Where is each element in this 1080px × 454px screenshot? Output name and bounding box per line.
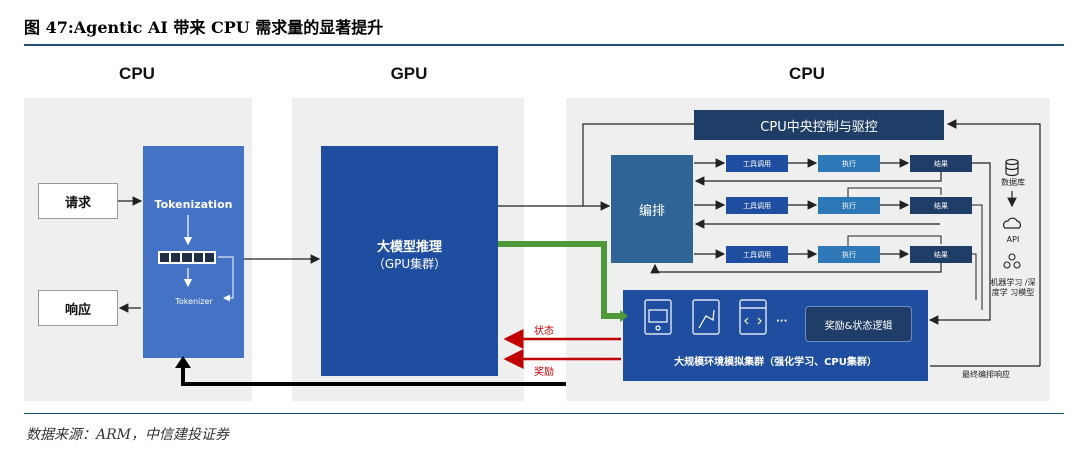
gpu-inference-block xyxy=(321,146,498,376)
source-note: 数据来源：ARM，中信建投证券 xyxy=(26,427,229,443)
tokenizer-label: Tokenizer xyxy=(175,297,213,306)
figure-title: 图 47:Agentic AI 带来 CPU 需求量的显著提升 xyxy=(24,18,384,37)
gpu-line2: （GPU集群） xyxy=(372,257,447,271)
state-label: 状态 xyxy=(534,326,554,337)
header-gpu: GPU xyxy=(390,64,428,83)
tokenization-label: Tokenization xyxy=(154,198,233,211)
token-strip xyxy=(158,251,216,264)
reward-logic-box: 奖励&状态逻辑 xyxy=(805,306,912,342)
sim-cluster-label: 大规模环境模拟集群（强化学习、CPU集群） xyxy=(674,357,877,368)
response-box: 响应 xyxy=(38,290,118,326)
network-icon xyxy=(1003,253,1021,269)
top-rule xyxy=(24,44,1064,46)
header-right-cpu: CPU xyxy=(789,64,825,83)
result-chip: 结果 xyxy=(910,197,972,214)
token-cell xyxy=(204,253,215,262)
monitor-icon xyxy=(644,299,672,335)
execute-chip: 执行 xyxy=(818,155,880,172)
result-chip: 结果 xyxy=(910,246,972,263)
token-cell xyxy=(182,253,192,262)
reward-label: 奖励 xyxy=(534,367,554,378)
bottom-rule xyxy=(24,413,1064,414)
result-chip: 结果 xyxy=(910,155,972,172)
tokenizer-loop-arrow xyxy=(218,256,234,302)
api-label: API xyxy=(1006,235,1020,244)
request-box: 请求 xyxy=(38,183,118,219)
tool-call-chip: 工具调用 xyxy=(726,197,788,214)
cloud-icon xyxy=(1003,217,1021,229)
feedback-to-control xyxy=(946,119,1041,366)
robot-arm-icon xyxy=(692,299,720,335)
orchestrate-box: 编排 xyxy=(611,155,693,263)
return-arrow xyxy=(181,366,566,386)
gpu-line1: 大模型推理 xyxy=(376,240,442,255)
tool-call-chip: 工具调用 xyxy=(726,246,788,263)
action-arrow xyxy=(498,241,620,319)
tool-call-chip: 工具调用 xyxy=(726,155,788,172)
database-label: 数据库 xyxy=(1001,178,1025,187)
ml-model-label: 机器学习 /深度学 习模型 xyxy=(990,278,1036,297)
code-window-icon xyxy=(739,299,767,335)
token-cell xyxy=(193,253,203,262)
execute-chip: 执行 xyxy=(818,246,880,263)
feedback-label: 最终编排响应 xyxy=(962,370,1010,379)
control-to-orchestrate xyxy=(582,123,694,206)
ellipsis: ··· xyxy=(776,316,788,327)
token-cell xyxy=(160,253,170,262)
cpu-control-box: CPU中央控制与驱控 xyxy=(694,110,944,140)
header-left-cpu: CPU xyxy=(119,64,155,83)
database-icon xyxy=(1005,158,1019,177)
token-cell xyxy=(171,253,181,262)
action-label: 动作 xyxy=(530,244,550,255)
execute-chip: 执行 xyxy=(818,197,880,214)
